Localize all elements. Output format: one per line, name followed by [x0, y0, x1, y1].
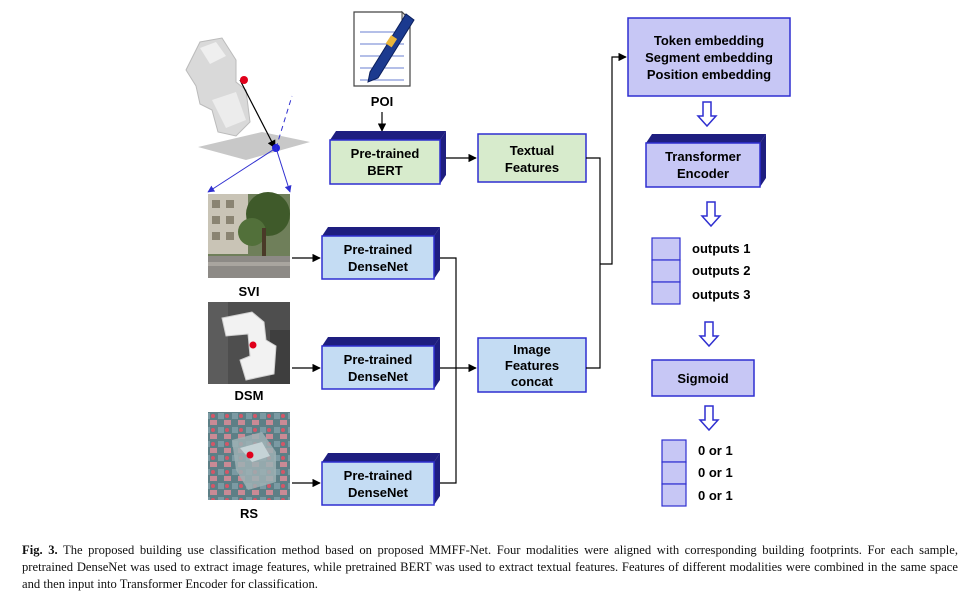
densenet-dsm-line2: DenseNet — [348, 369, 409, 384]
result-3-label: 0 or 1 — [698, 488, 733, 503]
position-embedding-label: Position embedding — [647, 67, 771, 82]
token-embedding-label: Token embedding — [654, 33, 764, 48]
image-features-line3: concat — [511, 374, 554, 389]
down-arrow-icon — [698, 321, 720, 348]
segment-embedding-label: Segment embedding — [645, 50, 773, 65]
transformer-encoder-box: Transformer Encoder — [645, 134, 766, 188]
down-arrow-icon — [696, 101, 718, 128]
poi-label: POI — [371, 94, 393, 109]
bert-line1: Pre-trained — [351, 146, 420, 161]
architecture-diagram: POI SVI DSM RS — [185, 10, 791, 521]
output-1-label: outputs 1 — [692, 241, 751, 256]
densenet-box-svi: Pre-trained DenseNet — [321, 227, 440, 280]
image-features-box: Image Features concat — [477, 337, 587, 393]
densenet-box-rs: Pre-trained DenseNet — [321, 453, 440, 506]
textual-features-line2: Features — [505, 160, 559, 175]
results-stack: 0 or 1 0 or 1 0 or 1 — [661, 439, 733, 507]
outputs-stack: outputs 1 outputs 2 outputs 3 — [651, 237, 751, 305]
figure-caption: Fig. 3. The proposed building use classi… — [22, 542, 958, 593]
image-features-line2: Features — [505, 358, 559, 373]
dsm-image — [208, 302, 290, 384]
hollow-arrows — [696, 101, 722, 432]
embedding-box: Token embedding Segment embedding Positi… — [627, 17, 791, 97]
svi-image — [208, 192, 290, 278]
densenet-dsm-line1: Pre-trained — [344, 352, 413, 367]
result-1-label: 0 or 1 — [698, 443, 733, 458]
poi-document-icon — [353, 10, 415, 87]
transformer-line2: Encoder — [677, 166, 729, 181]
bert-box: Pre-trained BERT — [329, 131, 446, 185]
densenet-rs-line2: DenseNet — [348, 485, 409, 500]
result-2-label: 0 or 1 — [698, 465, 733, 480]
output-2-label: outputs 2 — [692, 263, 751, 278]
svi-label: SVI — [239, 284, 260, 299]
sigmoid-box: Sigmoid — [651, 359, 755, 397]
rs-label: RS — [240, 506, 258, 521]
down-arrow-icon — [698, 405, 720, 432]
sigmoid-label: Sigmoid — [677, 371, 728, 386]
view-ray-arrow — [239, 79, 276, 149]
textual-features-line1: Textual — [510, 143, 555, 158]
building-3d-illustration — [185, 37, 310, 193]
dsm-label: DSM — [235, 388, 264, 403]
footprint-point — [240, 76, 248, 84]
down-arrow-icon — [700, 201, 722, 228]
caption-text: The proposed building use classification… — [22, 542, 959, 591]
transformer-line1: Transformer — [665, 149, 741, 164]
densenet-rs-line1: Pre-trained — [344, 468, 413, 483]
densenet-svi-line2: DenseNet — [348, 259, 409, 274]
bert-line2: BERT — [367, 163, 402, 178]
image-features-line1: Image — [513, 342, 551, 357]
output-3-label: outputs 3 — [692, 287, 751, 302]
densenet-svi-line1: Pre-trained — [344, 242, 413, 257]
textual-features-box: Textual Features — [477, 133, 587, 183]
caption-label: Fig. 3. — [22, 542, 58, 557]
rs-image — [208, 412, 290, 500]
densenet-box-dsm: Pre-trained DenseNet — [321, 337, 440, 390]
